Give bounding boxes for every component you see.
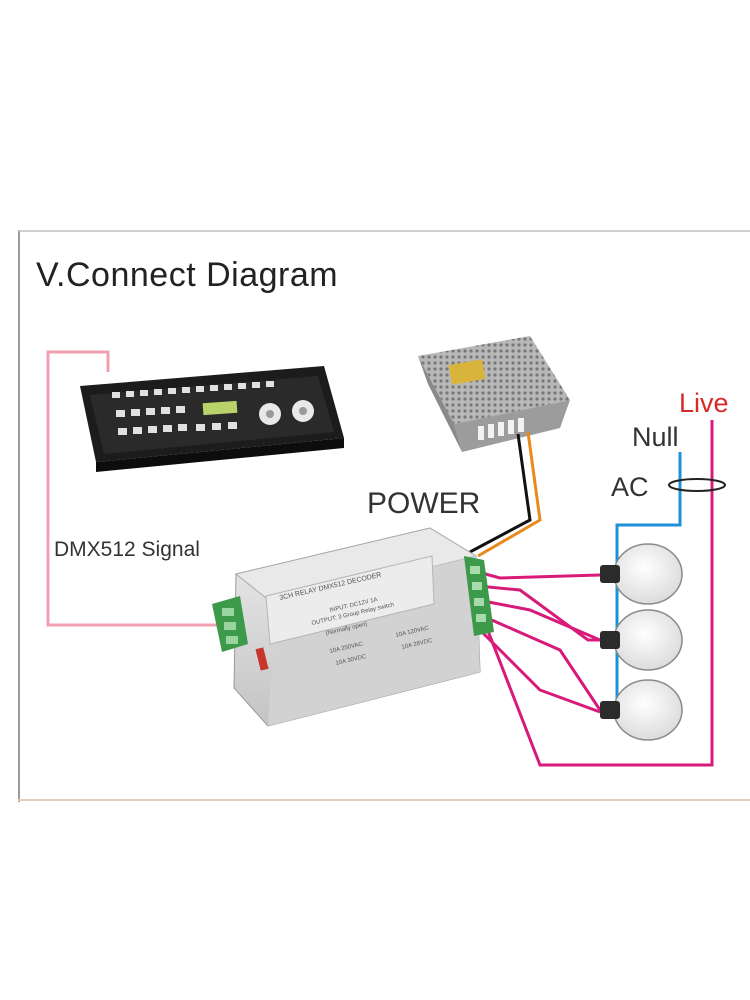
ac-label: AC [611, 472, 649, 502]
ac-clamp [668, 478, 726, 492]
live-label: Live [679, 388, 729, 418]
dmx-console [80, 366, 344, 472]
bottom-divider [18, 799, 750, 801]
relay-wire-3b [476, 626, 601, 714]
null-wire [615, 452, 682, 722]
relay-output-terminal [464, 556, 494, 636]
relay-wire-3 [477, 612, 602, 711]
dmx-decoder-box: 3CH RELAY DMX512 DECODER INPUT: DC12V 1A… [233, 527, 481, 727]
power-supply [418, 336, 570, 452]
diagram-title: V.Connect Diagram [36, 256, 339, 294]
relay-wire-1 [477, 570, 601, 580]
power-cable-black [469, 433, 532, 554]
dmx-input-terminal [212, 596, 248, 652]
dmx-signal-wire [46, 350, 222, 627]
light-bulb-2 [600, 609, 683, 671]
live-wire [474, 420, 714, 767]
null-label: Null [632, 422, 679, 452]
dmx-signal-label: DMX512 Signal [54, 538, 200, 561]
relay-wire-2 [477, 598, 601, 642]
diagram-frame [18, 230, 750, 802]
relay-wire-1b [477, 584, 600, 642]
light-bulb-3 [600, 679, 683, 741]
light-bulb-1 [600, 543, 683, 605]
power-cable-orange [477, 431, 542, 558]
power-label: POWER [367, 487, 481, 520]
